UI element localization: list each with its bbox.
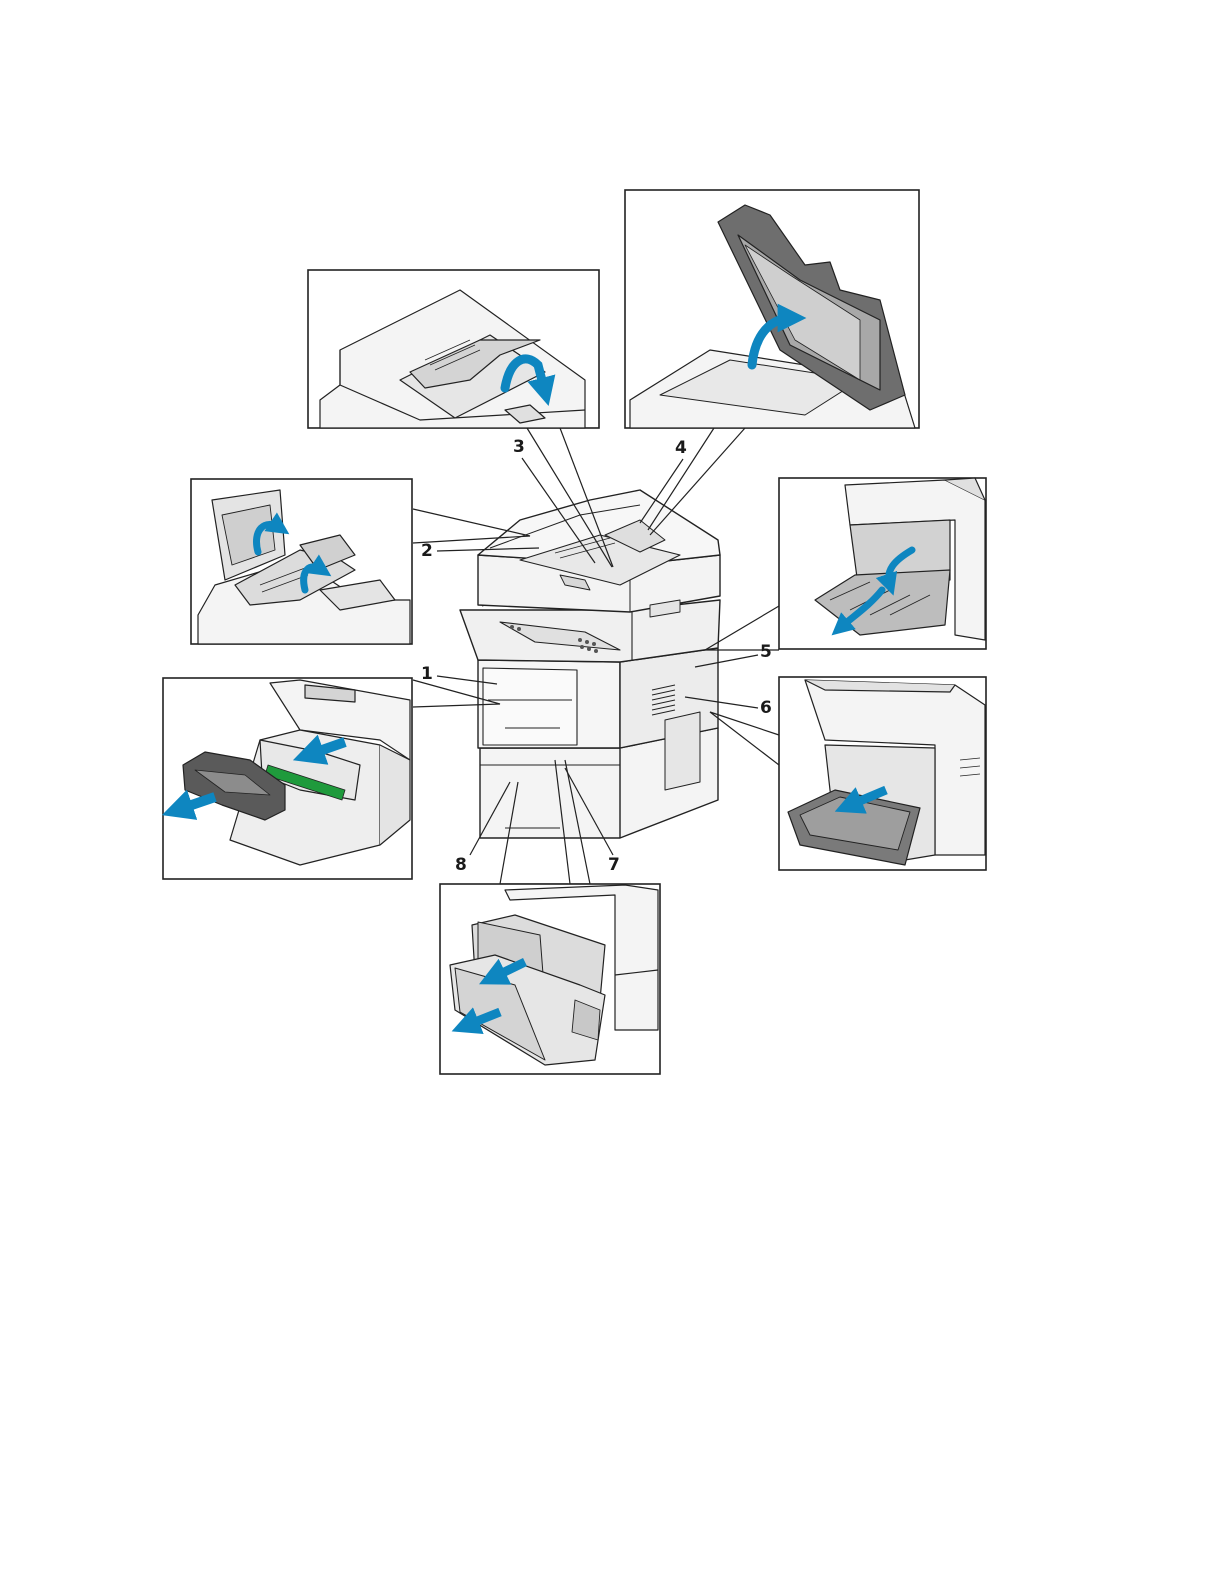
callout-6: 6 bbox=[760, 700, 772, 717]
panel-document-cover bbox=[625, 190, 919, 428]
panel-toner-cartridge bbox=[163, 678, 412, 879]
callout-8: 8 bbox=[455, 857, 467, 874]
panel-rear-door bbox=[779, 478, 986, 649]
callout-5: 5 bbox=[760, 644, 772, 661]
callout-1: 1 bbox=[421, 666, 433, 683]
panel-duplex-unit bbox=[779, 677, 986, 870]
callout-2: 2 bbox=[421, 543, 433, 560]
panel-adf-cover-open bbox=[191, 479, 412, 644]
callout-3: 3 bbox=[513, 439, 525, 456]
callout-4: 4 bbox=[675, 440, 687, 457]
panel-paper-trays bbox=[440, 884, 660, 1074]
panel-adf-output-tray bbox=[308, 270, 599, 428]
callout-7: 7 bbox=[608, 857, 620, 874]
